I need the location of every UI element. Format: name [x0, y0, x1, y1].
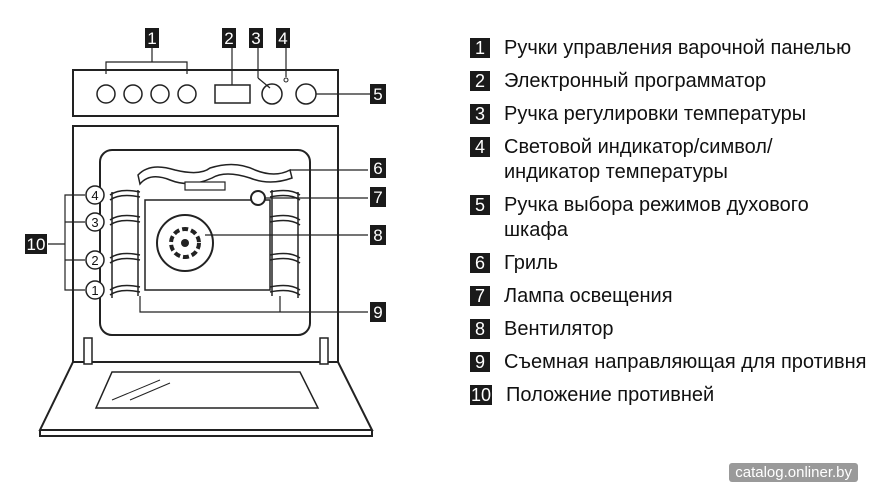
shelf-level-2: 2 — [85, 250, 105, 270]
right-shelf-rail — [269, 189, 301, 298]
legend-text: Ручка выбора режимов духового шкафа — [504, 194, 809, 241]
callout-label: 9 — [373, 303, 382, 322]
callout-label: 3 — [251, 29, 260, 48]
shelf-level-label: 1 — [91, 283, 98, 298]
legend-text: Электронный программатор — [504, 70, 767, 92]
oven-lamp — [250, 190, 266, 206]
legend-text: Световой индикатор/символ/ индикатор тем… — [504, 136, 773, 183]
callout-label: 4 — [278, 29, 287, 48]
left-shelf-rail — [109, 189, 141, 298]
shelf-level-label: 4 — [91, 188, 98, 203]
legend-number: 10 — [470, 385, 493, 405]
callout-4: 4 — [276, 28, 290, 48]
legend-text: Гриль — [504, 252, 559, 274]
shelf-level-label: 3 — [91, 215, 98, 230]
callout-3: 3 — [249, 28, 263, 48]
callout-label: 6 — [373, 159, 382, 178]
shelf-level-1: 1 — [85, 280, 105, 300]
shelf-level-3: 3 — [85, 212, 105, 232]
grill-element — [137, 163, 293, 186]
legend-item: 7 Лампа освещения — [470, 284, 870, 309]
hob-knob-4 — [177, 84, 197, 104]
shelf-level-4: 4 — [85, 185, 105, 205]
legend-number: 6 — [470, 253, 490, 273]
legend-number: 3 — [470, 104, 490, 124]
indicator-light — [283, 77, 289, 83]
legend-text: Съемная направляющая для противня — [504, 351, 867, 373]
legend-item: 9 Съемная направляющая для противня — [470, 350, 870, 375]
mode-knob — [295, 83, 317, 105]
callout-label: 7 — [373, 188, 382, 207]
fan — [169, 227, 201, 259]
callout-label: 2 — [224, 29, 233, 48]
callout-5: 5 — [370, 84, 386, 104]
legend-text: Вентилятор — [504, 318, 614, 340]
callout-label: 1 — [147, 29, 156, 48]
callout-label: 10 — [27, 235, 46, 254]
legend-number: 2 — [470, 71, 490, 91]
shelf-level-label: 2 — [91, 253, 98, 268]
legend-item: 8 Вентилятор — [470, 317, 870, 342]
programmer-display — [214, 84, 251, 104]
legend-text: Положение противней — [506, 384, 715, 406]
control-panel — [72, 69, 339, 117]
legend-text: Ручка регулировки температуры — [504, 103, 807, 125]
callout-10: 10 — [25, 234, 47, 254]
legend-number: 7 — [470, 286, 490, 306]
legend: 1 Ручки управления варочной панелью 2 Элект… — [470, 36, 870, 416]
legend-number: 8 — [470, 319, 490, 339]
legend-text: Лампа освещения — [504, 285, 673, 307]
legend-text: Ручки управления варочной панелью — [504, 37, 852, 59]
legend-item: 5 Ручка выбора режимов духового шкафа — [470, 193, 870, 243]
temperature-knob — [261, 83, 283, 105]
door-window — [94, 371, 320, 409]
hob-knob-2 — [123, 84, 143, 104]
legend-item: 10 Положение противней — [470, 383, 870, 408]
hob-knob-3 — [150, 84, 170, 104]
legend-number: 5 — [470, 195, 490, 215]
callout-9: 9 — [370, 302, 386, 322]
legend-item: 2 Электронный программатор — [470, 69, 870, 94]
callout-1: 1 — [145, 28, 159, 48]
legend-item: 6 Гриль — [470, 251, 870, 276]
legend-number: 4 — [470, 137, 490, 157]
hob-knob-1 — [96, 84, 116, 104]
legend-item: 3 Ручка регулировки температуры — [470, 102, 870, 127]
callout-2: 2 — [222, 28, 236, 48]
legend-item: 1 Ручки управления варочной панелью — [470, 36, 870, 61]
callout-label: 5 — [373, 85, 382, 104]
callout-label: 8 — [373, 226, 382, 245]
legend-number: 9 — [470, 352, 490, 372]
callout-8: 8 — [370, 225, 386, 245]
watermark: catalog.onliner.by — [729, 463, 858, 482]
callout-7: 7 — [370, 187, 386, 207]
legend-item: 4 Световой индикатор/символ/ индикатор те… — [470, 135, 870, 185]
callout-6: 6 — [370, 158, 386, 178]
legend-number: 1 — [470, 38, 490, 58]
